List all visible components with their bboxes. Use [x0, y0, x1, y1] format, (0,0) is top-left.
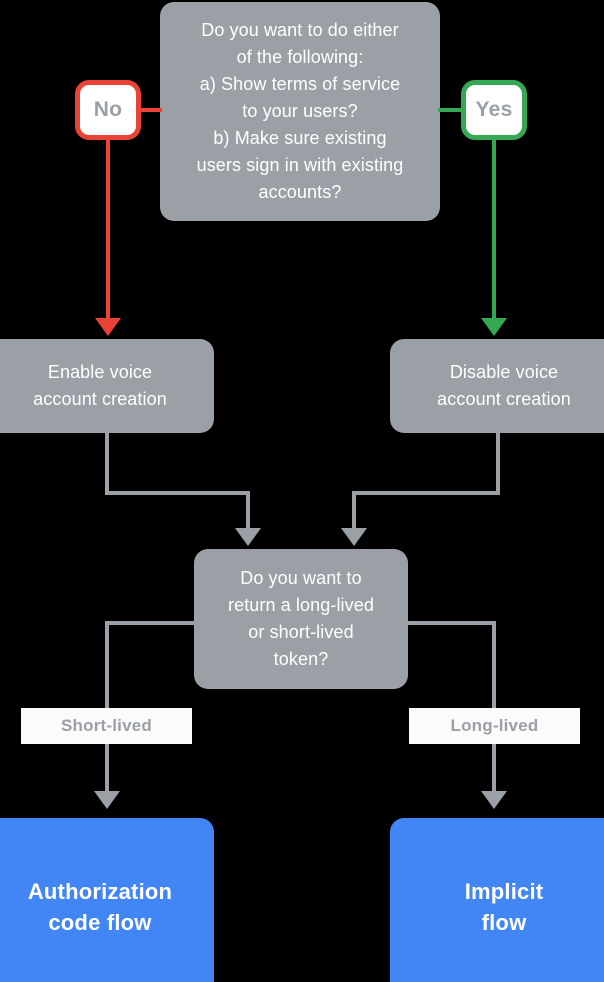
process-disable-line-2: account creation	[437, 389, 571, 409]
terminal-implicit-line-1: Implicit	[464, 879, 544, 904]
connector-long-lived-across	[406, 621, 496, 625]
decision-node-token-lifetime[interactable]: Do you want to return a long-lived or sh…	[194, 549, 408, 689]
connector-disable-across	[352, 491, 500, 495]
connector-short-lived-across	[105, 621, 197, 625]
edge-label-long-lived-text: Long-lived	[450, 716, 539, 735]
terminal-node-authorization-code-flow[interactable]: Authorization code flow	[0, 818, 214, 982]
edge-label-long-lived: Long-lived	[409, 708, 580, 744]
edge-label-short-lived-text: Short-lived	[61, 716, 152, 735]
connector-long-lived-down	[492, 621, 496, 794]
terminal-node-implicit-flow[interactable]: Implicit flow	[390, 818, 604, 982]
connector-merge-right-down	[352, 491, 356, 531]
edge-label-short-lived: Short-lived	[21, 708, 192, 744]
decision-terms-line-6: users sign in with existing	[196, 155, 404, 175]
arrow-merge-right-to-token	[341, 528, 367, 546]
branch-pill-yes[interactable]: Yes	[461, 80, 527, 140]
arrow-short-lived-to-auth-code-flow	[94, 791, 120, 809]
decision-node-terms-of-service[interactable]: Do you want to do either of the followin…	[160, 2, 440, 221]
branch-pill-no[interactable]: No	[75, 80, 141, 140]
terminal-auth-text: Authorization code flow	[28, 876, 172, 938]
decision-node-terms-text: Do you want to do either of the followin…	[197, 17, 404, 206]
decision-token-line-3: or short-lived	[248, 622, 354, 642]
decision-terms-line-2: of the following:	[236, 47, 364, 67]
arrow-merge-left-to-token	[235, 528, 261, 546]
arrow-no-to-enable	[95, 318, 121, 336]
decision-token-text: Do you want to return a long-lived or sh…	[228, 565, 374, 673]
decision-token-line-2: return a long-lived	[228, 595, 374, 615]
branch-pill-yes-label: Yes	[475, 98, 513, 121]
process-enable-text: Enable voice account creation	[33, 359, 167, 413]
process-enable-line-2: account creation	[33, 389, 167, 409]
decision-terms-line-5: b) Make sure existing	[213, 128, 387, 148]
connector-yes-vertical	[492, 138, 496, 318]
connector-no-vertical	[106, 138, 110, 318]
terminal-auth-line-2: code flow	[48, 910, 152, 935]
terminal-implicit-line-2: flow	[481, 910, 527, 935]
process-disable-line-1: Disable voice	[449, 362, 559, 382]
process-node-disable-voice-account-creation[interactable]: Disable voice account creation	[390, 339, 604, 433]
process-disable-text: Disable voice account creation	[437, 359, 571, 413]
decision-token-line-4: token?	[273, 649, 329, 669]
terminal-auth-line-1: Authorization	[27, 879, 173, 904]
connector-short-lived-down	[105, 621, 109, 794]
branch-pill-no-label: No	[93, 98, 123, 121]
arrow-long-lived-to-implicit-flow	[481, 791, 507, 809]
terminal-implicit-text: Implicit flow	[465, 876, 544, 938]
arrow-yes-to-disable	[481, 318, 507, 336]
connector-disable-down	[496, 433, 500, 495]
connector-enable-across	[105, 491, 250, 495]
connector-no-horizontal	[140, 108, 162, 112]
decision-terms-line-7: accounts?	[258, 182, 342, 202]
connector-enable-down	[105, 433, 109, 495]
process-node-enable-voice-account-creation[interactable]: Enable voice account creation	[0, 339, 214, 433]
process-enable-line-1: Enable voice	[47, 362, 153, 382]
decision-terms-line-1: Do you want to do either	[201, 20, 399, 40]
decision-token-line-1: Do you want to	[240, 568, 362, 588]
decision-terms-line-4: to your users?	[242, 101, 358, 121]
connector-yes-horizontal	[438, 108, 463, 112]
decision-terms-line-3: a) Show terms of service	[199, 74, 401, 94]
connector-merge-left-down	[246, 491, 250, 531]
